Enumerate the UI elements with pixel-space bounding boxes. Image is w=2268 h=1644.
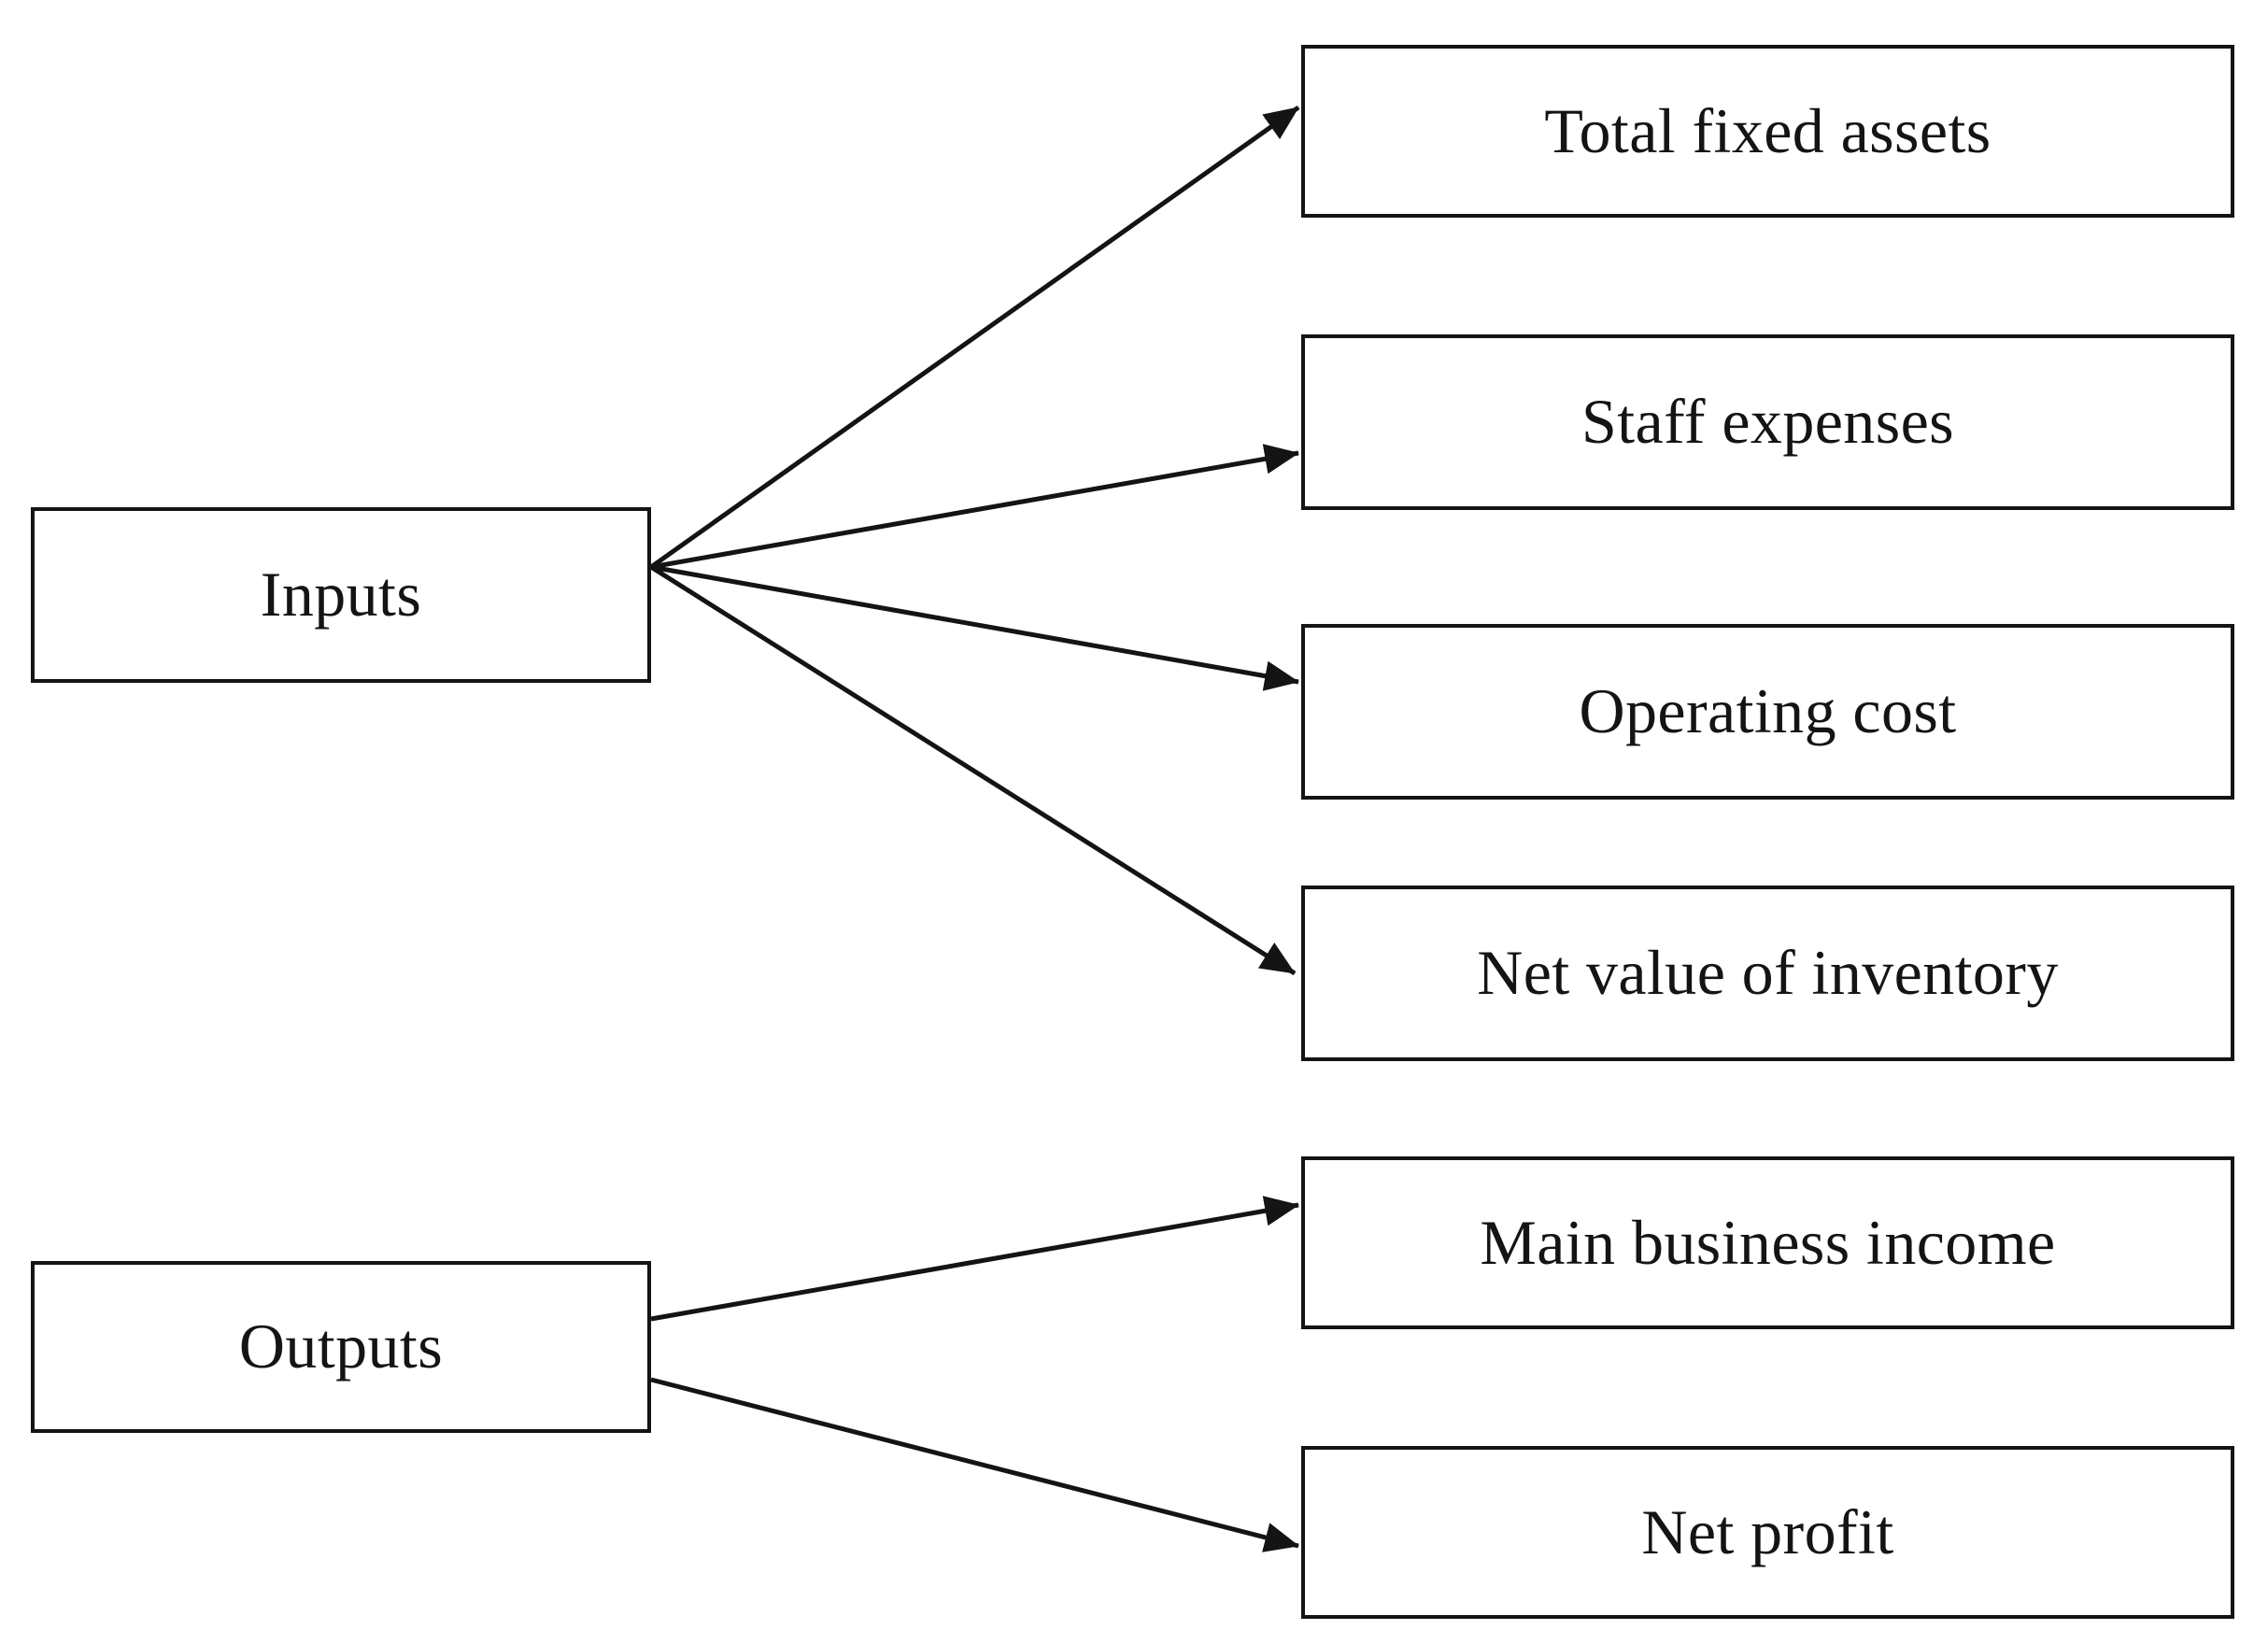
edge-inputs-to-r2: [650, 564, 1299, 691]
indicator-box-operating-cost[interactable]: Operating cost: [1301, 624, 2234, 800]
indicator-box-net-value-of-inventory[interactable]: Net value of inventory: [1301, 886, 2234, 1061]
edge-outputs-to-r4: [650, 1196, 1299, 1322]
group-node-outputs-label: Outputs: [238, 1311, 444, 1382]
indicator-label-operating-cost: Operating cost: [1579, 675, 1957, 747]
edge-inputs-to-r3: [649, 564, 1297, 976]
group-node-inputs[interactable]: Inputs: [31, 507, 651, 683]
indicator-box-main-business-income[interactable]: Main business income: [1301, 1156, 2234, 1329]
edge-group: [649, 105, 1300, 1552]
group-node-outputs[interactable]: Outputs: [31, 1261, 651, 1433]
indicator-box-staff-expenses[interactable]: Staff expenses: [1301, 334, 2234, 510]
indicator-box-total-fixed-assets[interactable]: Total fixed assets: [1301, 45, 2234, 218]
indicator-label-net-value-of-inventory: Net value of inventory: [1477, 937, 2059, 1009]
indicator-label-total-fixed-assets: Total fixed assets: [1544, 94, 1992, 166]
edge-inputs-to-r0: [649, 105, 1300, 570]
edge-outputs-to-r5: [650, 1377, 1299, 1552]
edge-inputs-to-r1: [650, 444, 1299, 570]
indicator-box-net-profit[interactable]: Net profit: [1301, 1446, 2234, 1619]
indicator-label-main-business-income: Main business income: [1480, 1206, 2056, 1278]
indicator-label-staff-expenses: Staff expenses: [1581, 386, 1955, 458]
group-node-inputs-label: Inputs: [260, 559, 422, 631]
indicator-label-net-profit: Net profit: [1641, 1495, 1894, 1567]
